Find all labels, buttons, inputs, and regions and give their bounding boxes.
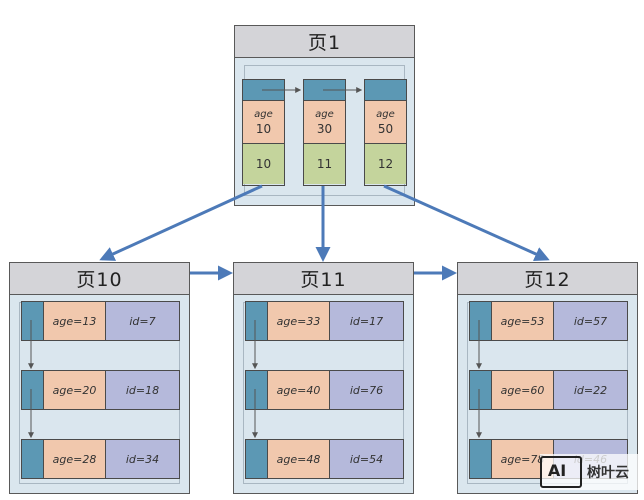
- leaf-record: age=13 id=7: [21, 301, 180, 341]
- child-page-number: 12: [365, 144, 406, 184]
- key-cell: age 50: [365, 101, 406, 144]
- key-label: age: [315, 108, 334, 120]
- page-leaf-12: 页12 age=53 id=57 age=60 id=22 age=78 id=…: [457, 262, 638, 494]
- page-leaf-title: 页10: [10, 263, 189, 295]
- age-cell: age=40: [268, 371, 330, 409]
- root-entry: age 10 10: [242, 79, 285, 186]
- age-cell: age=53: [492, 302, 554, 340]
- pointer-cell: [243, 80, 284, 101]
- watermark: AI 树叶云: [540, 454, 644, 490]
- page-leaf-title: 页12: [458, 263, 637, 295]
- age-cell: age=28: [44, 440, 106, 478]
- key-cell: age 30: [304, 101, 345, 144]
- age-cell: age=60: [492, 371, 554, 409]
- watermark-logo-text: AI: [547, 460, 567, 480]
- page-root-title: 页1: [235, 26, 414, 58]
- leaf-record: age=33 id=17: [245, 301, 404, 341]
- pointer-cell: [470, 440, 492, 478]
- key-value: 10: [255, 121, 272, 136]
- pointer-cell: [470, 302, 492, 340]
- pointer-cell: [246, 440, 268, 478]
- id-cell: id=34: [106, 440, 179, 478]
- pointer-cell: [304, 80, 345, 101]
- child-page-number: 10: [243, 144, 284, 184]
- pointer-cell: [22, 440, 44, 478]
- pointer-cell: [365, 80, 406, 101]
- leaf-record: age=53 id=57: [469, 301, 628, 341]
- age-cell: age=48: [268, 440, 330, 478]
- leaf-record: age=40 id=76: [245, 370, 404, 410]
- key-value: 30: [316, 121, 333, 136]
- leaf-record: age=60 id=22: [469, 370, 628, 410]
- pointer-cell: [22, 371, 44, 409]
- id-cell: id=22: [554, 371, 627, 409]
- key-cell: age 10: [243, 101, 284, 144]
- leaf-record: age=28 id=34: [21, 439, 180, 479]
- age-cell: age=33: [268, 302, 330, 340]
- watermark-text: 树叶云: [587, 465, 629, 481]
- key-label: age: [254, 108, 273, 120]
- leaf-record: age=48 id=54: [245, 439, 404, 479]
- pointer-cell: [246, 302, 268, 340]
- page-leaf-11: 页11 age=33 id=17 age=40 id=76 age=48 id=…: [233, 262, 414, 494]
- key-label: age: [376, 108, 395, 120]
- age-cell: age=20: [44, 371, 106, 409]
- id-cell: id=57: [554, 302, 627, 340]
- id-cell: id=54: [330, 440, 403, 478]
- id-cell: id=76: [330, 371, 403, 409]
- page-leaf-10: 页10 age=13 id=7 age=20 id=18 age=28 id=3…: [9, 262, 190, 494]
- child-page-number: 11: [304, 144, 345, 184]
- key-value: 50: [377, 121, 394, 136]
- age-cell: age=13: [44, 302, 106, 340]
- page-root: 页1 age 10 10 age 30 11 age 50 12: [234, 25, 415, 206]
- pointer-cell: [22, 302, 44, 340]
- root-entry: age 50 12: [364, 79, 407, 186]
- leaf-record: age=20 id=18: [21, 370, 180, 410]
- id-cell: id=18: [106, 371, 179, 409]
- id-cell: id=17: [330, 302, 403, 340]
- pointer-cell: [246, 371, 268, 409]
- page-leaf-title: 页11: [234, 263, 413, 295]
- pointer-cell: [470, 371, 492, 409]
- root-entry: age 30 11: [303, 79, 346, 186]
- id-cell: id=7: [106, 302, 179, 340]
- ai-logo-icon: AI: [540, 456, 582, 488]
